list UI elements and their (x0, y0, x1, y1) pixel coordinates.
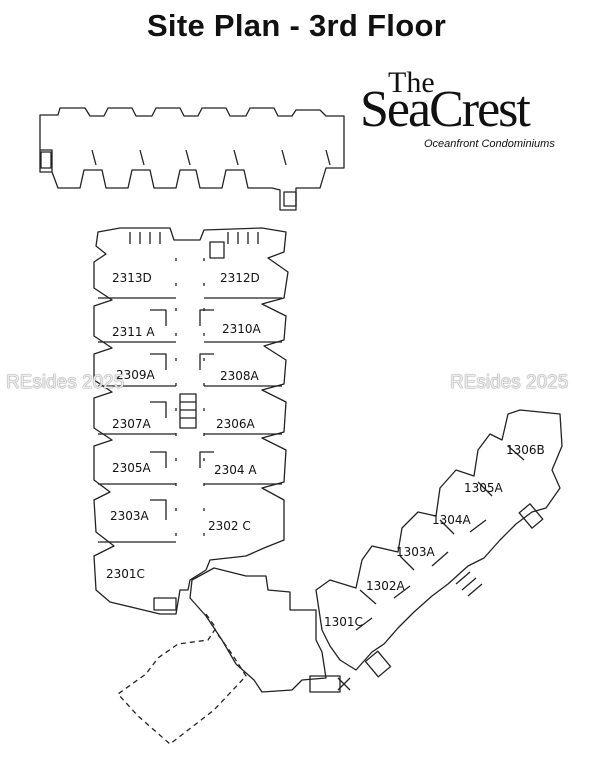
watermark-right: REsides 2025 (450, 372, 569, 393)
unit-label: 2311 A (112, 325, 155, 339)
unit-label: 2305A (112, 461, 152, 475)
connector-outline (189, 567, 327, 693)
unit-label: 2301C (106, 567, 145, 581)
seacrest-logo: The SeaCrest Oceanfront Condominiums (358, 64, 578, 160)
top-building-outline (39, 107, 345, 211)
unit-label: 1304A (432, 513, 472, 527)
unit-label: 2304 A (214, 463, 257, 477)
unit-label: 1306B (506, 443, 545, 457)
unit-label: 2307A (112, 417, 152, 431)
unit-labels-right: 2312D 2310A 2308A 2306A 2304 A 2302 C (208, 271, 262, 533)
unit-label: 2302 C (208, 519, 251, 533)
central-building-outline (93, 227, 289, 615)
unit-labels-left: 2313D 2311 A 2309A 2307A 2305A 2303A 2301C (106, 271, 156, 581)
unit-label: 2313D (112, 271, 152, 285)
dashed-deck-outline (117, 613, 247, 745)
diagonal-wing-outline (315, 409, 563, 671)
unit-label: 1302A (366, 579, 406, 593)
unit-label: 2303A (110, 509, 150, 523)
page-title: Site Plan - 3rd Floor (146, 8, 447, 43)
unit-label: 2312D (220, 271, 260, 285)
unit-label: 2310A (222, 322, 262, 336)
unit-label: 1305A (464, 481, 504, 495)
unit-label: 2306A (216, 417, 256, 431)
logo-tagline: Oceanfront Condominiums (424, 138, 555, 150)
unit-label: 2309A (116, 368, 156, 382)
logo-the: The (388, 66, 435, 99)
watermark-left: REsides 2025 (6, 372, 125, 393)
logo-name: SeaCrest (360, 81, 531, 138)
unit-labels-diagonal: 1301C 1302A 1303A 1304A 1305A 1306B (324, 443, 545, 629)
unit-label: 1301C (324, 615, 363, 629)
unit-label: 1303A (396, 545, 436, 559)
unit-label: 2308A (220, 369, 260, 383)
